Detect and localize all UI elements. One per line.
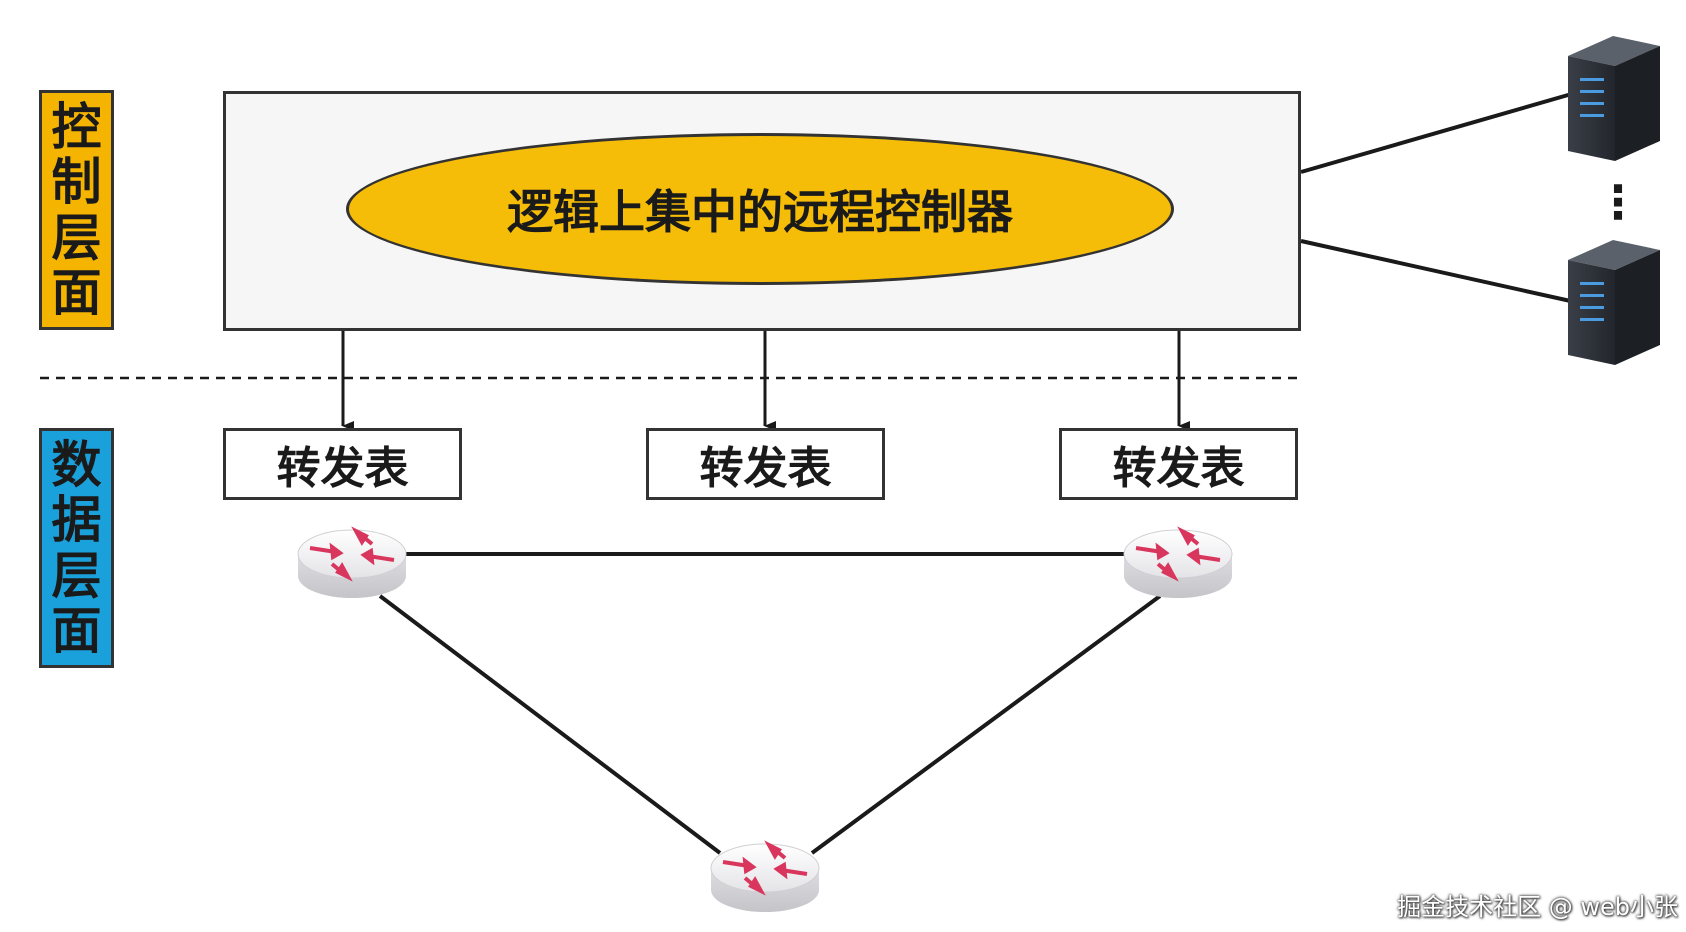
remote-controller-label: 逻辑上集中的远程控制器 — [507, 185, 1013, 239]
router-icon — [1123, 526, 1233, 598]
data-plane-label-char: 据 — [51, 491, 102, 550]
data-plane-label: 数 据 层 面 — [39, 428, 114, 668]
server-icon — [1568, 240, 1660, 365]
server-link-bottom — [1300, 239, 1576, 304]
forwarding-table: 转发表 — [646, 428, 885, 500]
control-plane-label: 控 制 层 面 — [39, 90, 114, 330]
control-plane-label-char: 制 — [51, 153, 102, 212]
forwarding-table-label: 转发表 — [1112, 443, 1245, 494]
forwarding-table: 转发表 — [1059, 428, 1298, 500]
server-icon — [1568, 36, 1660, 161]
forwarding-table-label: 转发表 — [699, 443, 832, 494]
control-plane-label-char: 层 — [51, 208, 102, 267]
server-ellipsis: ⋮ — [1595, 175, 1641, 229]
server-link-top — [1300, 91, 1576, 174]
watermark: 掘金技术社区 @ web小张 — [1397, 893, 1678, 921]
router-link-left-bottom — [378, 594, 722, 855]
data-plane-label-char: 数 — [51, 435, 102, 494]
forwarding-table-label: 转发表 — [276, 443, 409, 494]
router-icon — [710, 840, 820, 912]
remote-controller: 逻辑上集中的远程控制器 — [346, 133, 1174, 285]
data-plane-label-char: 层 — [51, 546, 102, 605]
control-plane-label-char: 面 — [51, 264, 102, 323]
router-icon — [297, 526, 407, 598]
control-plane-label-char: 控 — [51, 97, 102, 156]
forwarding-table: 转发表 — [223, 428, 462, 500]
router-link-right-bottom — [810, 594, 1162, 855]
data-plane-label-char: 面 — [51, 602, 102, 661]
